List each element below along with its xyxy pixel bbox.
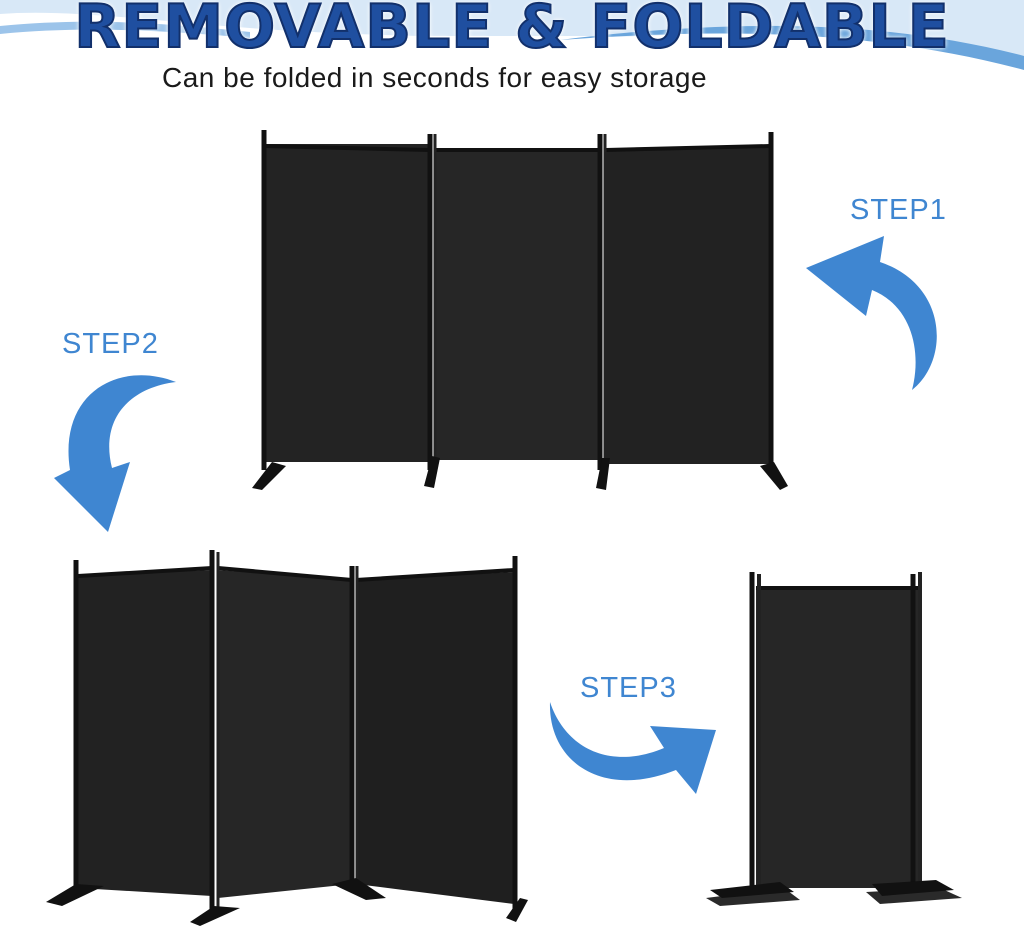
divider-opened [252, 130, 788, 490]
divider-partially-folded [46, 550, 528, 926]
curved-arrow-icon [54, 375, 176, 532]
curved-arrow-icon [549, 702, 716, 794]
page-subtitle: Can be folded in seconds for easy storag… [162, 62, 708, 93]
step1-label: STEP1 [850, 194, 947, 226]
divider-fully-folded [706, 572, 962, 906]
curved-arrow-icon [806, 236, 937, 390]
page-title: REMOVABLE & FOLDABLE [73, 0, 950, 63]
header-swoosh [0, 0, 1024, 70]
step2-label: STEP2 [62, 328, 159, 360]
step3-label: STEP3 [580, 672, 677, 704]
